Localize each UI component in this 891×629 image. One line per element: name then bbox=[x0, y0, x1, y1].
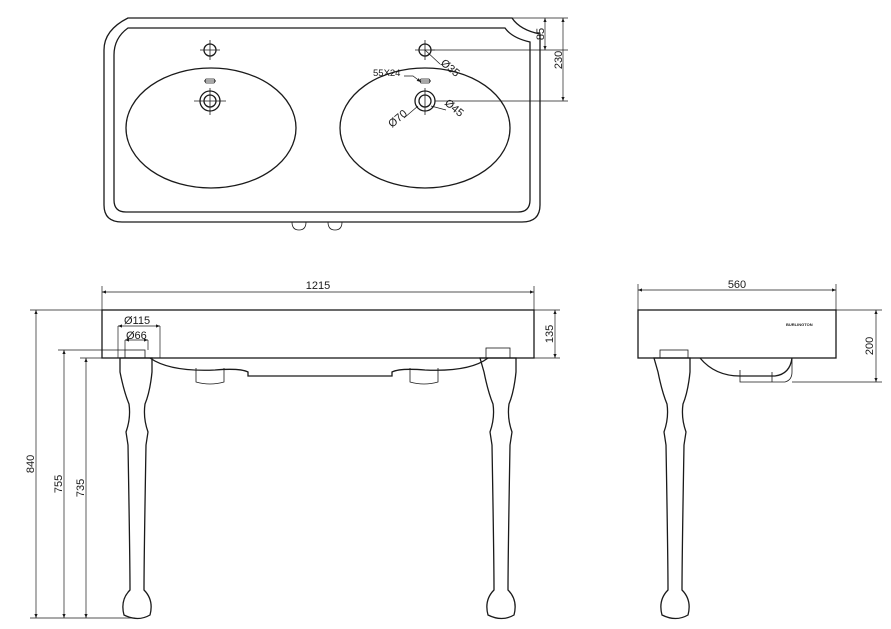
top-view-inner-outline bbox=[113, 27, 531, 213]
leader-35 bbox=[424, 49, 441, 65]
side-bowl-underside bbox=[699, 357, 793, 377]
front-left-boss bbox=[124, 349, 146, 359]
label-45: Ø45 bbox=[442, 97, 466, 120]
front-right-boss bbox=[485, 347, 511, 359]
leader-70 bbox=[403, 105, 419, 119]
side-waste-trap bbox=[739, 358, 793, 383]
leader-55x24 bbox=[404, 75, 422, 83]
top-view-outer-outline bbox=[103, 17, 541, 223]
side-slab bbox=[637, 309, 837, 359]
front-right-leg bbox=[479, 357, 517, 620]
fixing-lug-left bbox=[291, 221, 307, 231]
front-slab bbox=[101, 309, 535, 359]
left-basin bbox=[125, 67, 297, 189]
right-overflow bbox=[419, 78, 431, 84]
left-overflow bbox=[204, 78, 216, 84]
front-view: 1215 Ø115 Ø66 135 840 755 735 bbox=[25, 280, 560, 620]
label-35: Ø35 bbox=[438, 57, 462, 80]
side-logo: BURLINGTON bbox=[786, 322, 813, 327]
front-left-leg bbox=[119, 357, 153, 620]
dim-735-label: 735 bbox=[75, 479, 87, 497]
front-bowl-underside bbox=[149, 357, 489, 377]
dim-85-label: 85 bbox=[535, 28, 547, 40]
side-boss bbox=[659, 349, 689, 359]
leader-45 bbox=[430, 105, 447, 111]
label-70: Ø70 bbox=[386, 108, 410, 131]
dim-560-label: 560 bbox=[728, 279, 746, 291]
dim-200-label: 200 bbox=[864, 337, 876, 355]
fixing-lug-right bbox=[327, 221, 343, 231]
dim-230-label: 230 bbox=[553, 51, 565, 69]
top-view: 85 230 55X24 Ø35 Ø70 Ø45 bbox=[103, 17, 568, 231]
dim-135-label: 135 bbox=[544, 325, 556, 343]
dim-115-label: Ø115 bbox=[124, 315, 150, 327]
dim-755-label: 755 bbox=[53, 475, 65, 493]
dim-66-label: Ø66 bbox=[126, 330, 147, 342]
dim-840-label: 840 bbox=[25, 455, 37, 473]
side-leg bbox=[653, 357, 691, 620]
side-view: BURLINGTON 560 200 bbox=[637, 279, 882, 620]
right-basin bbox=[339, 67, 511, 189]
dim-1215-label: 1215 bbox=[306, 280, 330, 292]
front-right-waste bbox=[409, 368, 439, 385]
front-left-waste bbox=[195, 368, 225, 385]
label-55x24: 55X24 bbox=[373, 68, 400, 79]
